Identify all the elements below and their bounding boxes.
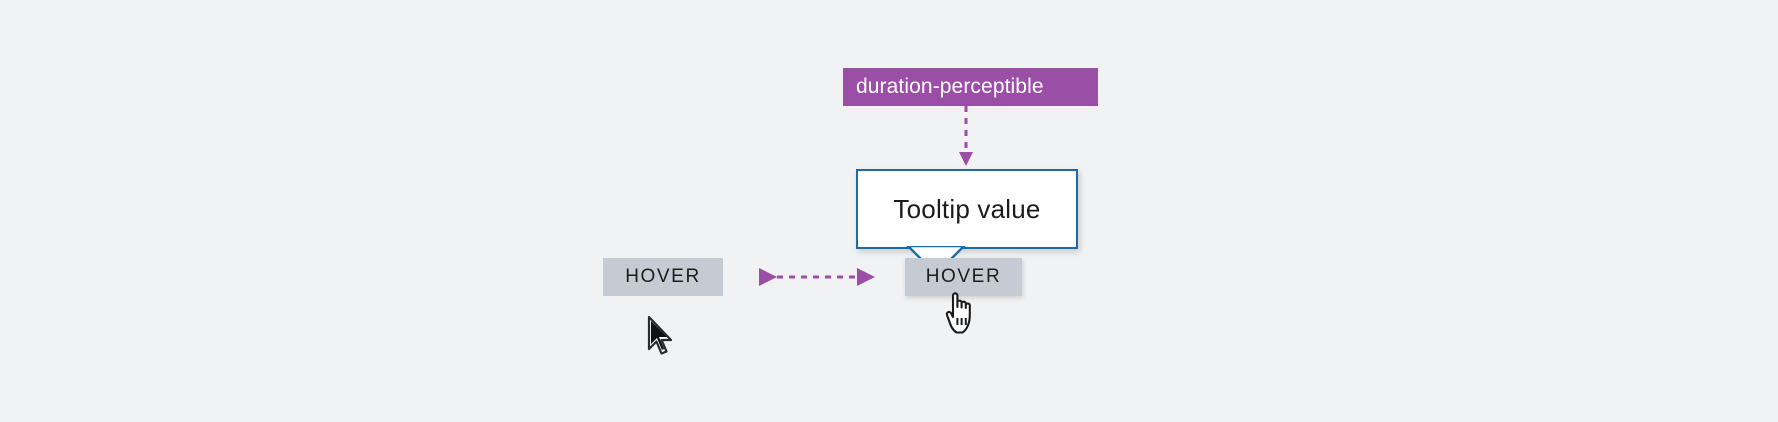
flow-arrow-icon [759, 268, 875, 286]
pointing-hand-cursor-icon [945, 292, 971, 334]
annotation-label-duration-perceptible: duration-perceptible [843, 68, 1098, 106]
hover-button-hovered-label: HOVER [925, 266, 1002, 287]
tooltip-bubble: Tooltip value [856, 169, 1078, 249]
arrow-cursor-icon [647, 315, 673, 355]
hover-button-default-label: HOVER [625, 266, 701, 287]
hover-button-hovered[interactable]: HOVER [905, 258, 1022, 296]
hover-button-default[interactable]: HOVER [603, 258, 723, 296]
annotation-connector-vertical [959, 106, 973, 166]
tooltip-value-text: Tooltip value [893, 193, 1041, 224]
